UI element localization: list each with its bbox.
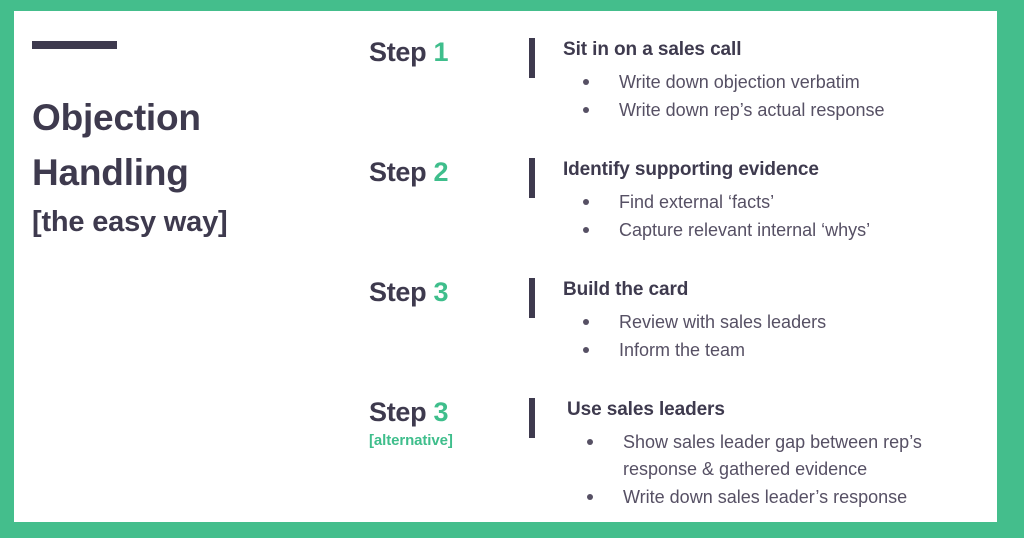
page-subtitle: [the easy way] (32, 205, 228, 238)
step-heading: Identify supporting evidence (563, 159, 819, 180)
step-bullet-list: Find external ‘facts’ Capture relevant i… (563, 189, 993, 245)
step-row: Step 2 Identify supporting evidence Find… (369, 147, 989, 267)
title-accent-rule (32, 41, 117, 49)
step-body: Sit in on a sales call Write down object… (563, 37, 993, 125)
step-divider (529, 398, 535, 438)
step-divider (529, 38, 535, 78)
step-label: Step 3 [alternative] (369, 397, 504, 449)
list-item-text: Inform the team (619, 340, 746, 360)
list-item: Show sales leader gap between rep’s resp… (567, 429, 997, 484)
bullet-dot-icon (587, 494, 593, 501)
step-word: Step 3 (369, 397, 449, 427)
step-word: Step 2 (369, 157, 449, 187)
slide-canvas: Objection Handling [the easy way] Step 1… (14, 11, 997, 522)
list-item-text: Find external ‘facts’ (619, 191, 775, 212)
step-bullet-list: Review with sales leaders Inform the tea… (563, 309, 993, 365)
list-item-text: Write down objection verbatim (619, 71, 860, 92)
step-heading: Build the card (563, 279, 689, 300)
step-word: Step 3 (369, 277, 449, 307)
step-label: Step 1 (369, 37, 504, 68)
list-item-text: Write down rep’s actual response (619, 100, 885, 120)
step-alternative-tag: [alternative] (369, 432, 453, 449)
list-item-text: Write down sales leader’s response (623, 487, 908, 508)
bullet-dot-icon (583, 198, 589, 205)
step-heading: Sit in on a sales call (563, 39, 742, 60)
list-item: Write down rep’s actual response (563, 97, 993, 124)
step-word: Step 1 (369, 37, 449, 67)
list-item: Review with sales leaders (563, 309, 993, 336)
list-item-text: Review with sales leaders (619, 311, 827, 332)
step-number: 2 (433, 157, 449, 187)
title-column: Objection Handling [the easy way] (32, 41, 352, 244)
list-item: Write down sales leader’s response (567, 484, 997, 511)
step-body: Use sales leaders Show sales leader gap … (567, 397, 997, 513)
bullet-dot-icon (587, 438, 593, 445)
step-row: Step 1 Sit in on a sales call Write down… (369, 27, 989, 147)
list-item: Write down objection verbatim (563, 69, 993, 96)
step-word-text: Step (369, 37, 427, 67)
step-heading: Use sales leaders (567, 399, 725, 420)
step-divider (529, 278, 535, 318)
step-number: 1 (433, 37, 449, 67)
step-label: Step 3 (369, 277, 504, 308)
step-bullet-list: Show sales leader gap between rep’s resp… (567, 429, 997, 512)
list-item: Find external ‘facts’ (563, 189, 993, 216)
list-item: Capture relevant internal ‘whys’ (563, 217, 993, 244)
step-divider (529, 158, 535, 198)
list-item-text: Capture relevant internal ‘whys’ (619, 220, 871, 240)
list-item: Inform the team (563, 337, 993, 364)
bullet-dot-icon (583, 318, 589, 325)
step-row: Step 3 Build the card Review with sales … (369, 267, 989, 387)
bullet-dot-icon (583, 347, 589, 353)
bullet-dot-icon (583, 107, 589, 113)
step-number: 3 (433, 397, 449, 427)
list-item-text: Show sales leader gap between rep’s resp… (623, 431, 922, 479)
step-word-text: Step (369, 157, 427, 187)
step-word-text: Step (369, 397, 427, 427)
bullet-dot-icon (583, 227, 589, 233)
step-bullet-list: Write down objection verbatim Write down… (563, 69, 993, 125)
page-title-line-1: Objection (32, 97, 201, 138)
bullet-dot-icon (583, 78, 589, 85)
step-label: Step 2 (369, 157, 504, 188)
page-title: Objection Handling [the easy way] (32, 91, 352, 244)
step-body: Identify supporting evidence Find extern… (563, 157, 993, 245)
page-title-line-2: Handling (32, 151, 189, 193)
step-body: Build the card Review with sales leaders… (563, 277, 993, 365)
steps-list: Step 1 Sit in on a sales call Write down… (369, 27, 989, 507)
step-word-text: Step (369, 277, 427, 307)
step-number: 3 (433, 277, 449, 307)
